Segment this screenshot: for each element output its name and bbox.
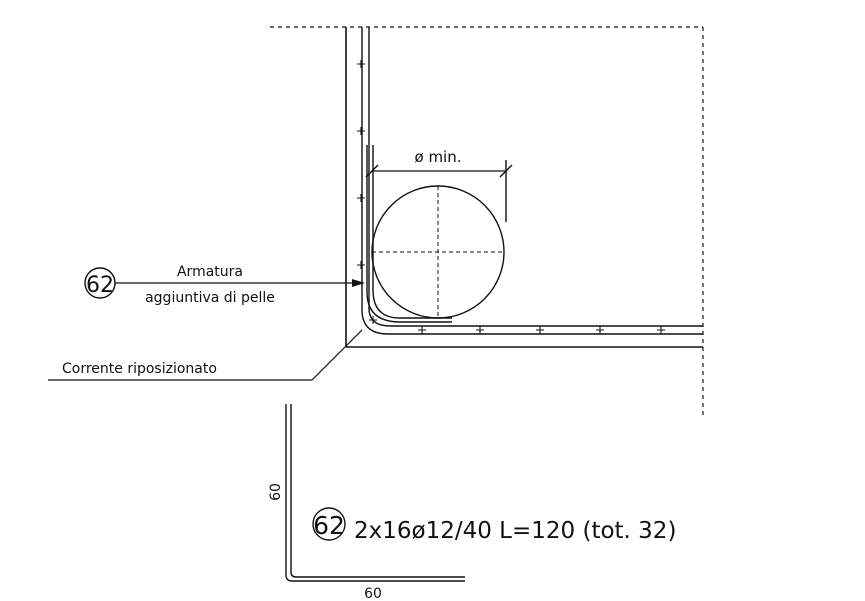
schedule-spec: 2x16ø12/40 L=120 (tot. 32) xyxy=(354,518,676,544)
schedule-vertical-dim: 60 xyxy=(268,483,284,501)
rebar-cross-section-markers xyxy=(357,60,665,334)
detail-leader-line xyxy=(115,279,365,287)
detail-mark-number: 62 xyxy=(86,273,114,298)
corrente-leader-line xyxy=(48,329,363,381)
skin-rebar-bar xyxy=(366,145,452,323)
rebar-label-line2: aggiuntiva di pelle xyxy=(145,290,275,306)
diameter-dimension-line xyxy=(365,160,513,222)
schedule-bar-mark xyxy=(312,507,346,541)
schedule-horizontal-dim: 60 xyxy=(364,586,382,601)
schedule-bar-shape xyxy=(285,404,465,582)
corrente-label: Corrente riposizionato xyxy=(62,361,217,377)
schedule-mark-number: 62 xyxy=(313,511,345,540)
diameter-label: ø min. xyxy=(415,148,462,166)
rebar-label-line1: Armatura xyxy=(177,264,243,280)
section-outline-dashed xyxy=(270,26,704,416)
bend-diameter-circle xyxy=(371,185,505,319)
main-rebar-bar xyxy=(361,27,703,335)
concrete-outer-face xyxy=(345,27,703,348)
